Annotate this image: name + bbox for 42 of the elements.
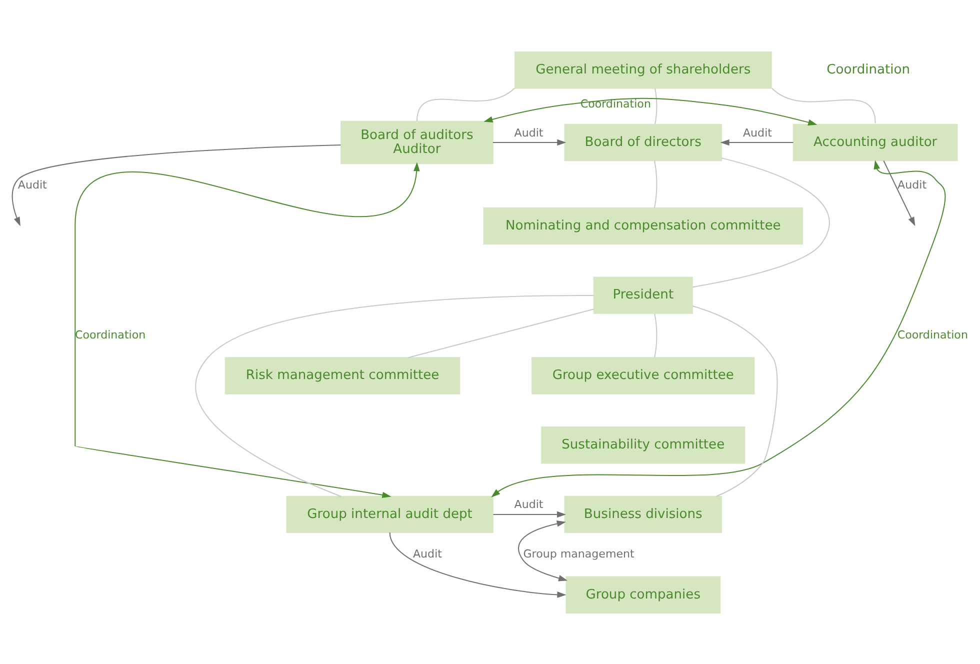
arrow <box>491 160 946 497</box>
label: Coordination <box>826 62 910 78</box>
arrow <box>389 532 566 598</box>
edge-label: Coordination <box>75 328 146 341</box>
node-box: Board of directors <box>564 123 722 161</box>
edge-label: Group management <box>523 546 634 560</box>
node-box: Sustainability committee <box>541 426 746 464</box>
node-box: President <box>593 276 693 314</box>
connector <box>654 160 658 208</box>
arrow <box>518 520 568 581</box>
edge-label: Audit <box>898 178 927 192</box>
connector <box>772 87 876 123</box>
node-box: Nominating and compensation committee <box>483 206 803 244</box>
node-box: General meeting of shareholders <box>514 51 772 88</box>
edge-label: Coordination <box>580 96 651 110</box>
connector <box>408 308 594 358</box>
connector <box>654 88 658 124</box>
arrow <box>74 162 420 498</box>
edge-label: Audit <box>514 126 544 139</box>
connector <box>692 305 778 496</box>
edge-label: Audit <box>413 546 442 560</box>
connector <box>654 313 658 357</box>
node-box: Accounting auditor <box>792 123 958 161</box>
node-box: Group executive committee <box>532 356 755 394</box>
edge-label: Audit <box>514 498 544 511</box>
edge-label: Audit <box>743 126 772 139</box>
node-box: Group companies <box>566 576 721 613</box>
arrow <box>493 510 566 518</box>
arrow <box>12 144 341 226</box>
node-box: Board of auditors Auditor <box>340 120 494 164</box>
connector <box>416 87 515 121</box>
arrow <box>492 138 566 146</box>
node-box: Risk management committee <box>224 356 460 394</box>
arrow <box>883 160 916 226</box>
arrow <box>484 97 818 125</box>
node-box: Business divisions <box>564 495 722 533</box>
connector <box>195 294 594 496</box>
arrow <box>720 138 794 146</box>
node-box: Group internal audit dept <box>286 495 494 533</box>
edge-label: Coordination <box>897 328 968 341</box>
edge-label: Audit <box>18 178 47 192</box>
connector <box>692 157 830 288</box>
